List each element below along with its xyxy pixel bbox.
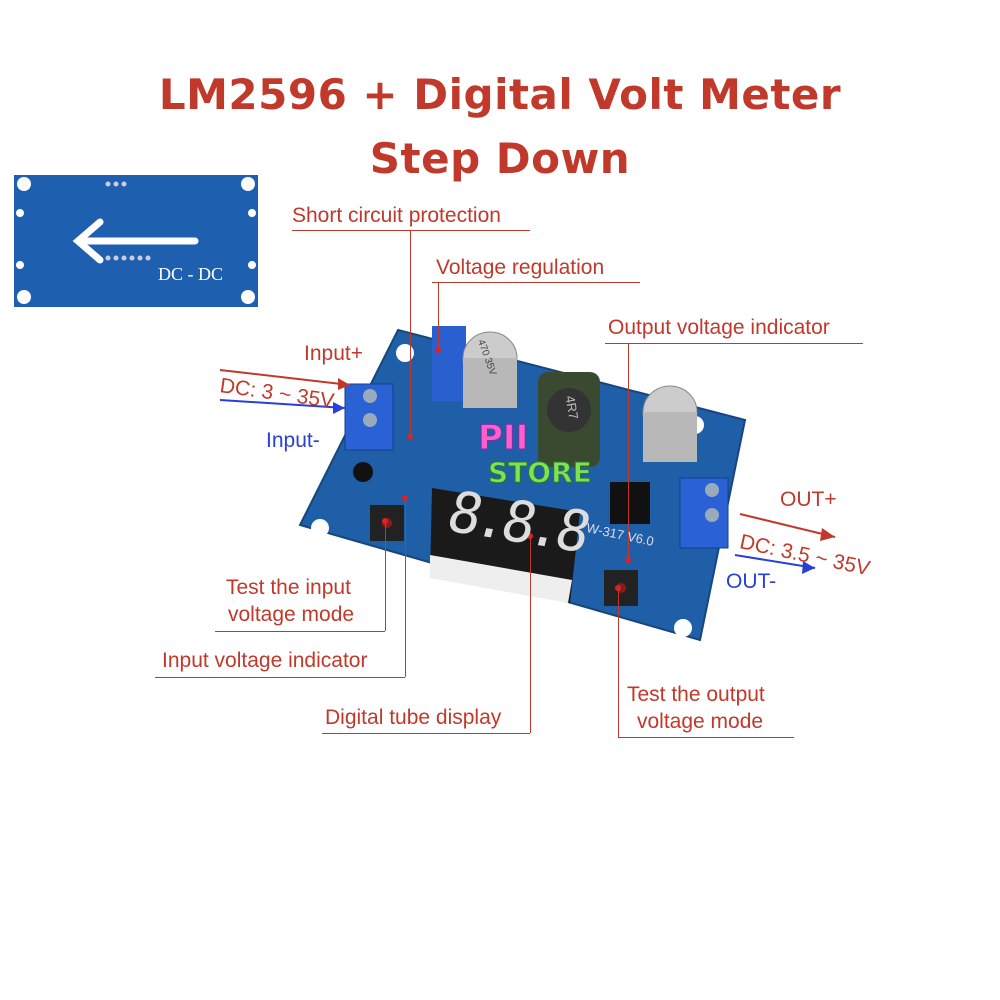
out-minus-arrow	[734, 554, 816, 574]
input-plus-arrow	[219, 369, 351, 390]
leader-underline	[432, 282, 640, 283]
label-out-plus: OUT+	[780, 488, 837, 511]
label-out-minus: OUT-	[726, 570, 777, 593]
leader-line	[628, 343, 629, 560]
label-input-plus: Input+	[304, 342, 363, 365]
label-test-output-line1: Test the output	[627, 683, 765, 706]
watermark-line-2: STORE	[488, 456, 593, 490]
leader-line	[438, 282, 439, 350]
label-test-output-line2: voltage mode	[637, 710, 764, 733]
label-test-input-line2: voltage mode	[228, 603, 355, 626]
label-input-voltage-indicator: Input voltage indicator	[162, 649, 368, 672]
leader-underline	[605, 343, 863, 344]
title-line-2: Step Down	[369, 134, 631, 183]
leader-line	[530, 536, 531, 733]
leader-underline	[215, 631, 385, 632]
watermark-line-1: PII	[477, 418, 529, 459]
title-line-1: LM2596 + Digital Volt Meter	[158, 70, 842, 119]
back-board-image	[14, 175, 258, 307]
leader-line	[385, 521, 386, 631]
out-plus-arrow	[739, 513, 836, 541]
leader-underline	[322, 733, 530, 734]
label-digital-tube-display: Digital tube display	[325, 706, 502, 729]
leader-line	[410, 230, 411, 437]
label-test-input-line1: Test the input	[226, 576, 351, 599]
main-board-image	[298, 326, 747, 642]
leader-underline	[618, 737, 794, 738]
label-input-minus: Input-	[266, 429, 320, 452]
leader-underline	[292, 230, 530, 231]
label-output-voltage-indicator: Output voltage indicator	[608, 316, 830, 339]
back-board-label: DC - DC	[158, 264, 224, 284]
leader-line	[405, 498, 406, 677]
label-voltage-regulation: Voltage regulation	[436, 256, 605, 279]
leader-underline	[155, 677, 405, 678]
leader-line	[618, 588, 619, 737]
label-short-circuit-protection: Short circuit protection	[292, 204, 501, 227]
input-minus-arrow	[219, 399, 346, 414]
